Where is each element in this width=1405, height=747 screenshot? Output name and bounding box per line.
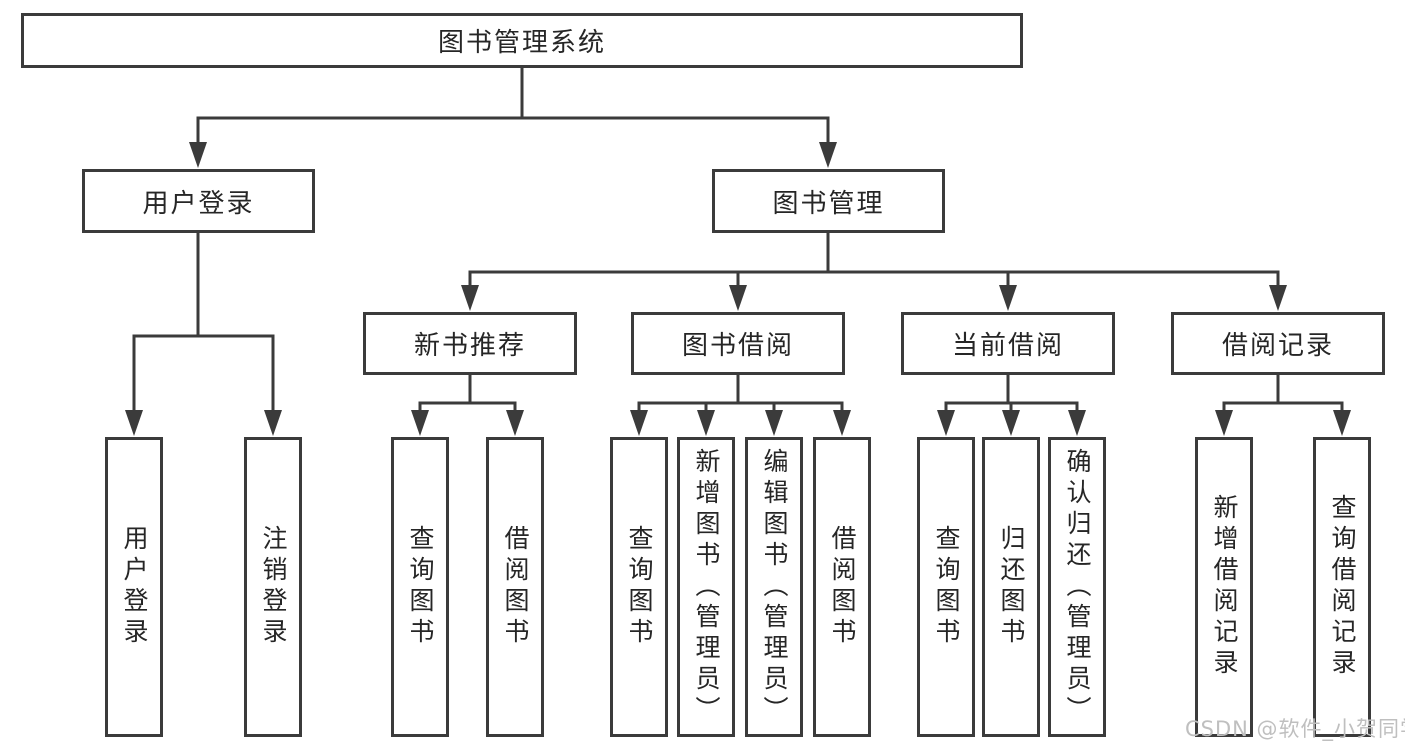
leaf-logout-login: 注销登录 xyxy=(244,437,302,737)
node-book-management: 图书管理 xyxy=(712,169,945,233)
leaf-cb-confirm-return-admin: 确认归还（管理员） xyxy=(1048,437,1106,737)
leaf-bb-add-book-admin: 新增图书（管理员） xyxy=(677,437,735,737)
watermark-text: CSDN @软件_小贺同学 xyxy=(1185,717,1405,741)
leaf-bb-edit-book-admin: 编辑图书（管理员） xyxy=(745,437,803,737)
node-root: 图书管理系统 xyxy=(21,13,1023,68)
node-book-borrowing: 图书借阅 xyxy=(631,312,845,375)
node-current-borrowing: 当前借阅 xyxy=(901,312,1115,375)
leaf-bb-borrow-books: 借阅图书 xyxy=(813,437,871,737)
leaf-nbr-query-books: 查询图书 xyxy=(391,437,449,737)
node-new-book-recommendation: 新书推荐 xyxy=(363,312,577,375)
leaf-bb-query-books: 查询图书 xyxy=(610,437,668,737)
leaf-br-query-borrow-record: 查询借阅记录 xyxy=(1313,437,1371,737)
leaf-user-login: 用户登录 xyxy=(105,437,163,737)
leaf-nbr-borrow-books: 借阅图书 xyxy=(486,437,544,737)
node-borrowing-records: 借阅记录 xyxy=(1171,312,1385,375)
leaf-cb-query-books: 查询图书 xyxy=(917,437,975,737)
leaf-cb-return-books: 归还图书 xyxy=(982,437,1040,737)
leaf-br-add-borrow-record: 新增借阅记录 xyxy=(1195,437,1253,737)
node-user-login: 用户登录 xyxy=(82,169,315,233)
